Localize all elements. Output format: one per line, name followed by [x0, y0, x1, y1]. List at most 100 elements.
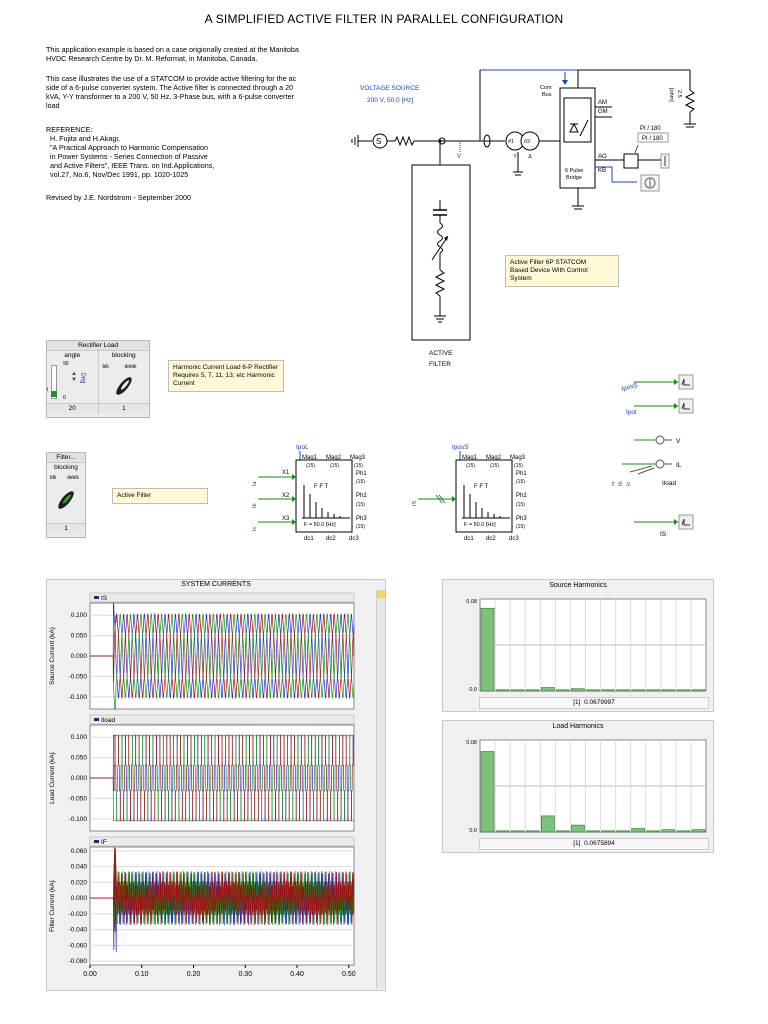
filter-blocking-knob[interactable]: blk deblk — [47, 473, 85, 523]
y-tick-label: 0.0 — [469, 828, 477, 834]
reference-heading: REFERENCE: — [46, 125, 93, 134]
svg-text:Ic: Ic — [626, 481, 632, 486]
blocking-knob[interactable]: blk deblk — [97, 361, 150, 403]
y-tick-label: 0.000 — [71, 653, 88, 660]
series-line-Iload — [90, 734, 354, 822]
y-axis-label: Load Current (kA) — [49, 752, 56, 804]
desc-line: This application example is based on a c… — [46, 45, 299, 54]
fft-block-load[interactable]: IpoL Mag1 Mag2 Mag3 (15) (15) (15) Ph1 P… — [252, 440, 377, 548]
svg-text:(15): (15) — [356, 524, 365, 530]
meter-iposs-icon[interactable] — [678, 374, 694, 390]
y-tick-label: 0.100 — [71, 612, 88, 619]
svg-text:Y: Y — [513, 154, 517, 160]
harmonic-bar — [510, 830, 525, 833]
reference-line: "A Practical Approach to Harmonic Compen… — [50, 143, 208, 152]
harmonic-bar — [556, 830, 570, 833]
ipol-label: Ipol — [626, 409, 637, 416]
svg-text:Ph3: Ph3 — [356, 516, 367, 522]
voltmeter-icon[interactable] — [655, 435, 665, 445]
fft-block-source[interactable]: IposS Mag1 Mag2 Mag3 (15) (15) (15) Ph1 … — [412, 440, 537, 548]
harmonic-bar — [601, 689, 615, 692]
description-body: This case illustrates the use of a STATC… — [46, 74, 296, 110]
svg-text:(15): (15) — [356, 502, 365, 508]
svg-text:Ia: Ia — [252, 480, 258, 486]
desc-line: load — [46, 101, 60, 110]
svg-text:Ph1: Ph1 — [356, 471, 367, 477]
svg-text:V: V — [457, 154, 461, 160]
rectifier-load-panel: Rectifier Load angle blocking 90 0 I Deg… — [46, 340, 150, 418]
svg-text:S: S — [376, 137, 381, 146]
svg-text:Ph3: Ph3 — [516, 516, 527, 522]
ammeter-icon[interactable] — [655, 459, 665, 469]
harmonic-bar — [480, 607, 495, 692]
revised-note: Revised by J.E. Nordstrom - September 20… — [46, 193, 192, 202]
svg-text:Mag1: Mag1 — [462, 455, 478, 461]
y-tick-label: -0.050 — [69, 673, 88, 680]
legend-strip — [89, 714, 355, 725]
load-harmonics-chart: 0.080.0 — [466, 739, 707, 834]
page-title: A SIMPLIFIED ACTIVE FILTER IN PARALLEL C… — [204, 12, 564, 26]
reference-line: H. Fujita and H.Akagi, — [50, 134, 120, 143]
harmonic-bar — [586, 830, 600, 833]
source-harmonics-chart: 0.080.0 — [466, 598, 707, 693]
series-line-IF — [90, 846, 355, 951]
svg-text:X3: X3 — [282, 516, 290, 522]
y-tick-label: 0.0 — [469, 687, 477, 693]
y-tick-label: -0.050 — [69, 795, 88, 802]
svg-text:Mag3: Mag3 — [350, 455, 366, 461]
active-filter-note: Active Filter — [112, 488, 208, 504]
v-label: V — [676, 438, 681, 445]
rectifier-load-title: Rectifier Load — [47, 341, 149, 351]
svg-text:(15): (15) — [516, 502, 525, 508]
svg-text:(15): (15) — [306, 463, 315, 469]
description-intro: This application example is based on a c… — [46, 45, 299, 63]
filter-blocking-value: 1 — [47, 523, 85, 534]
harmonic-bar — [691, 829, 706, 833]
harmonic-bar — [480, 751, 495, 833]
svg-text:dc3: dc3 — [509, 536, 519, 542]
vertical-scrollbar[interactable] — [376, 590, 385, 988]
y-tick-label: -0.020 — [69, 911, 88, 918]
svg-text:(15): (15) — [354, 463, 363, 469]
port-am: AM — [598, 100, 607, 106]
legend-label: IF — [101, 839, 107, 846]
y-tick-label: 0.060 — [71, 848, 88, 855]
svg-text:dc2: dc2 — [326, 536, 336, 542]
series-line-IS — [90, 602, 355, 700]
control-block[interactable] — [623, 153, 639, 169]
y-tick-label: -0.080 — [69, 958, 88, 965]
svg-text:Ib: Ib — [252, 503, 258, 508]
svg-text:(15): (15) — [514, 463, 523, 469]
harmonic-bar — [631, 689, 646, 692]
harmonic-bar — [540, 815, 555, 833]
pi-gain-box[interactable] — [637, 132, 669, 143]
harmonic-bar — [586, 689, 600, 692]
angle-slider[interactable]: 90 0 I Deg ▲▼ — [47, 361, 86, 401]
y-tick-label: -0.060 — [69, 942, 88, 949]
harmonic-note: Harmonic Current Load 6-P Rectifier Requ… — [168, 360, 284, 392]
svg-text:Ib: Ib — [618, 481, 624, 486]
x-tick-label: 0.00 — [83, 971, 97, 978]
meter-is-icon[interactable] — [678, 514, 694, 530]
reference-line: in Power Systems - Series Connection of … — [50, 152, 208, 161]
legend-strip — [89, 836, 355, 847]
filter-panel-title: Filter... — [47, 453, 85, 463]
legend-swatch — [94, 718, 99, 721]
svg-text:F = 50.0 [Hz]: F = 50.0 [Hz] — [304, 522, 336, 528]
harmonic-bar — [646, 830, 661, 833]
svg-text:Ia: Ia — [612, 480, 616, 486]
reference-line: and Active Filters", IEEE Trans. on Ind.… — [50, 161, 215, 170]
svg-text:FILTER: FILTER — [429, 361, 451, 368]
x-tick-label: 0.30 — [238, 971, 252, 978]
harmonic-bar — [495, 689, 510, 692]
knob-icon — [115, 377, 132, 395]
com-bus-label: Com — [540, 85, 552, 91]
svg-text:F F T: F F T — [474, 484, 489, 490]
y-axis-label: Filter Current (kA) — [49, 880, 56, 932]
bridge-label: 6 Pulse — [565, 168, 583, 174]
harmonic-bar — [556, 689, 570, 692]
port-gm: GM — [598, 109, 608, 115]
meter-ipol-icon[interactable] — [678, 398, 694, 414]
harmonic-bar — [525, 689, 540, 692]
svg-text:IS: IS — [412, 500, 418, 506]
